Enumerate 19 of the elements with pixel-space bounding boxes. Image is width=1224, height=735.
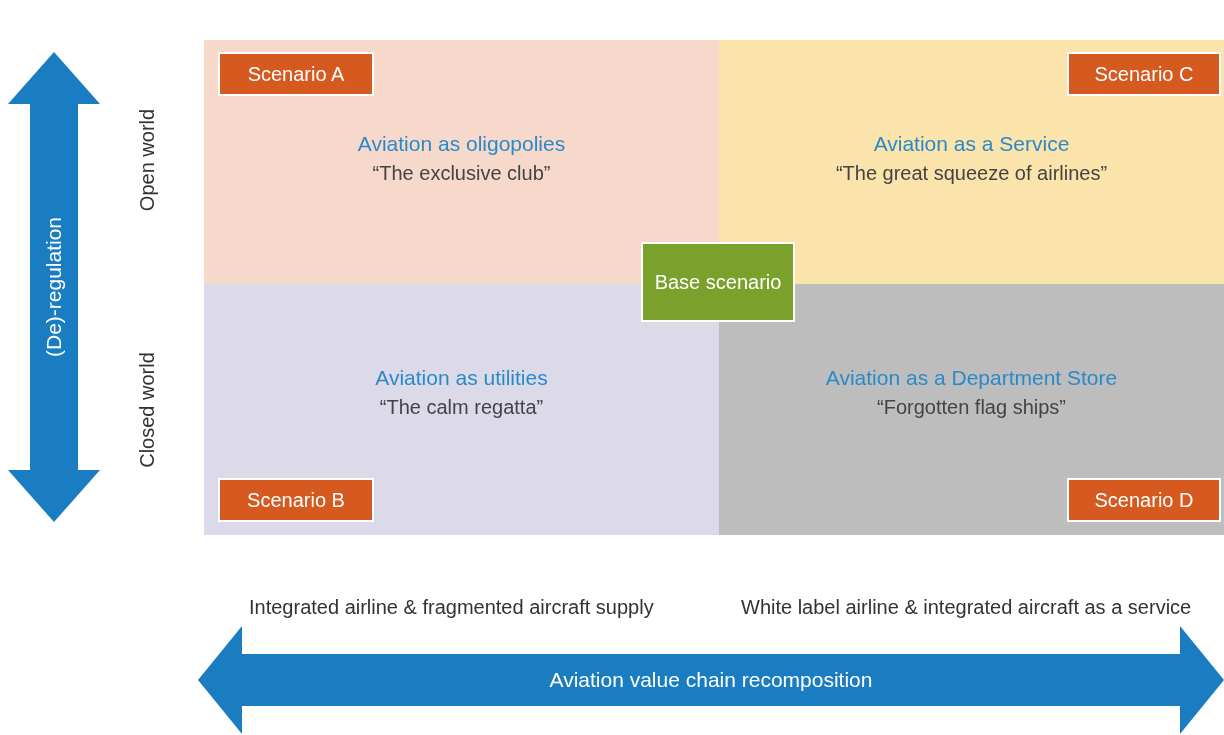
quadrant-title: Aviation as a Service bbox=[873, 132, 1070, 156]
axis-label: White label airline & integrated aircraft as a service bbox=[741, 596, 1192, 619]
arrow-label: Aviation value chain recomposition bbox=[549, 668, 873, 692]
scenario-tag: Scenario C bbox=[1067, 52, 1221, 96]
axis-label: Open world bbox=[136, 108, 159, 212]
base-scenario-box: Base scenario bbox=[641, 242, 795, 322]
quadrant-quote: “The great squeeze of airlines” bbox=[835, 162, 1108, 185]
quadrant-quote: “Forgotten flag ships” bbox=[877, 396, 1066, 419]
scenario-tag: Scenario B bbox=[218, 478, 374, 522]
quadrant-title: Aviation as oligopolies bbox=[357, 132, 566, 156]
quadrant-title: Aviation as a Department Store bbox=[825, 366, 1118, 390]
quadrant-title: Aviation as utilities bbox=[375, 366, 548, 390]
quadrant-quote: “The calm regatta” bbox=[379, 396, 544, 419]
scenario-tag: Scenario A bbox=[218, 52, 374, 96]
quadrant-quote: “The exclusive club” bbox=[372, 162, 551, 185]
axis-label: Closed world bbox=[136, 352, 159, 468]
axis-label: Integrated airline & fragmented aircraft supply bbox=[249, 596, 654, 619]
scenario-tag: Scenario D bbox=[1067, 478, 1221, 522]
arrow-label: (De)-regulation bbox=[42, 216, 66, 358]
